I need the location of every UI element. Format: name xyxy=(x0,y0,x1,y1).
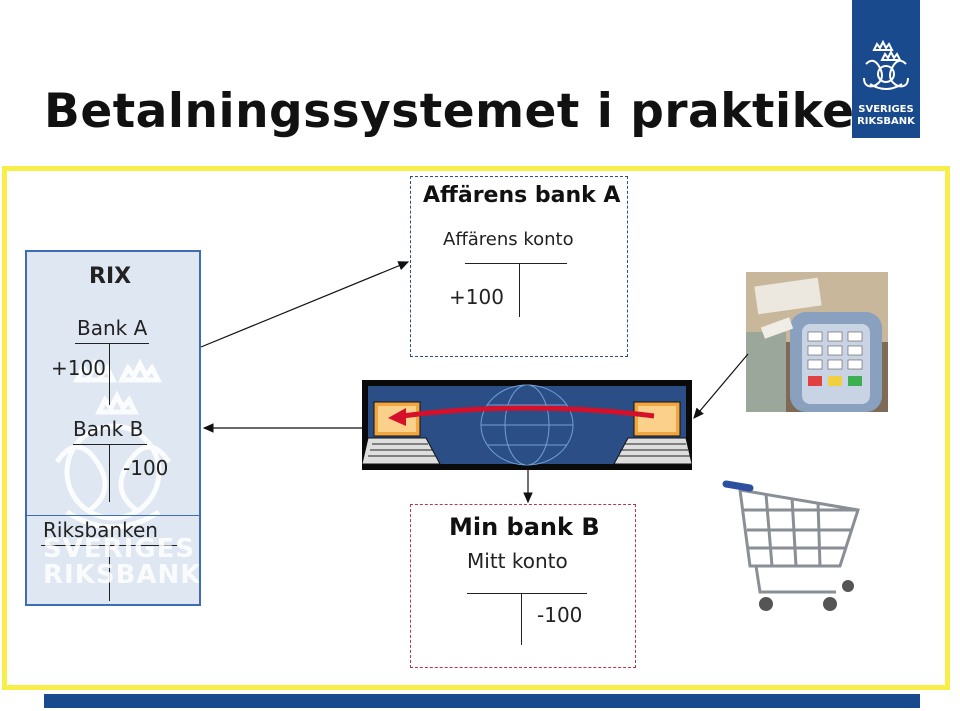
diagram-frame xyxy=(2,166,950,690)
crowned-lions-emblem-icon xyxy=(863,39,909,90)
merchant-bank-box: Affärens bank A Affärens konto +100 xyxy=(410,176,628,357)
page-title: Betalningssystemet i praktiken xyxy=(44,84,889,139)
my-account-t-top xyxy=(467,593,587,594)
rix-panel: RIX Bank A +100 Bank B -100 Riksbanken S… xyxy=(25,250,201,606)
shopping-cart-icon xyxy=(722,480,860,611)
rix-bank-b-label: Bank B xyxy=(73,417,144,441)
riksbank-logo: SVERIGES RIKSBANK xyxy=(852,0,920,138)
merchant-account-label: Affärens konto xyxy=(443,229,574,250)
computer-network-transfer-icon xyxy=(362,380,692,470)
riksbank-watermark-icon xyxy=(54,358,172,530)
riksbanken-t-stem xyxy=(109,545,110,601)
logo-line1: SVERIGES xyxy=(858,104,914,115)
rix-bank-a-t-stem xyxy=(109,343,110,405)
bottom-brand-bar xyxy=(44,694,920,708)
my-account-credit: -100 xyxy=(537,603,583,627)
rix-bank-b-t-stem xyxy=(109,444,110,502)
rix-bank-b-credit: -100 xyxy=(123,456,169,480)
my-bank-box: Min bank B Mitt konto -100 xyxy=(410,504,636,668)
watermark-line2: RIKSBANK xyxy=(43,560,201,590)
merchant-bank-title: Affärens bank A xyxy=(423,183,621,208)
riksbanken-label: Riksbanken xyxy=(43,518,158,542)
merchant-t-stem xyxy=(519,263,520,317)
my-bank-title: Min bank B xyxy=(449,513,600,541)
my-account-t-stem xyxy=(521,593,522,645)
rix-bank-b-t-top xyxy=(73,444,147,445)
merchant-account-debit: +100 xyxy=(449,285,504,309)
rix-title: RIX xyxy=(89,264,132,289)
merchant-t-top xyxy=(465,263,567,264)
logo-line2: RIKSBANK xyxy=(857,116,915,127)
watermark-line1: SVERIGES xyxy=(43,534,196,564)
rix-bank-a-label: Bank A xyxy=(77,316,148,340)
card-payment-terminal-icon xyxy=(746,272,888,412)
rix-bank-a-t-top xyxy=(75,343,149,344)
rix-bank-a-debit: +100 xyxy=(51,356,106,380)
my-account-label: Mitt konto xyxy=(467,549,568,573)
rix-separator xyxy=(27,515,199,516)
